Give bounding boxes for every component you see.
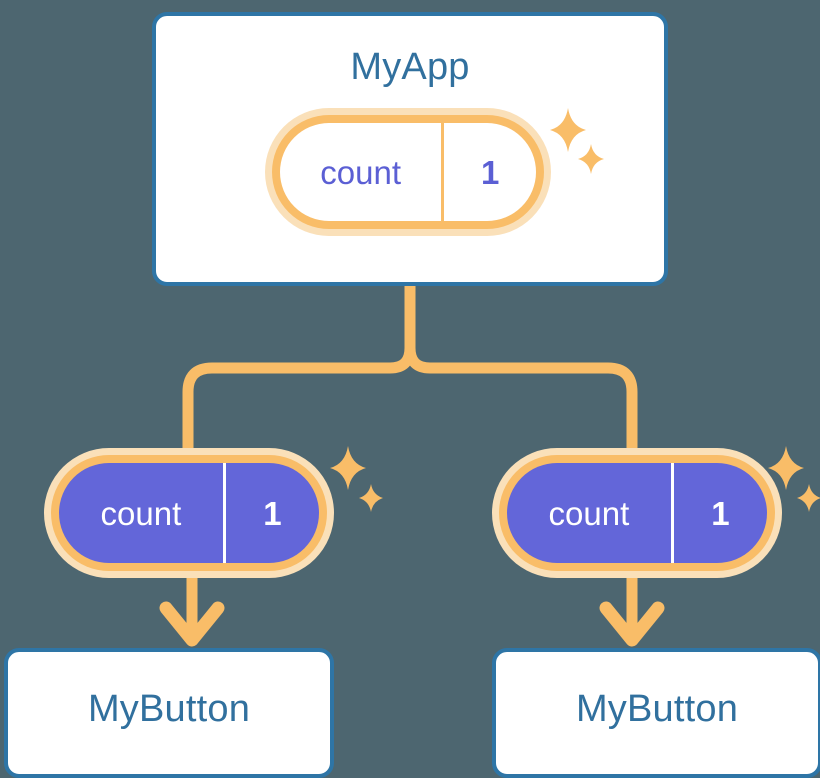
state-pill-myapp[interactable]: count 1 — [265, 108, 551, 236]
component-title-mybutton-left: MyButton — [87, 688, 251, 730]
state-pill-ring: count 1 — [51, 455, 327, 571]
component-card-mybutton-right[interactable]: MyButton — [492, 648, 820, 778]
state-value-label: 1 — [670, 463, 767, 563]
state-key-label: count — [548, 494, 630, 532]
component-title-myapp: MyApp — [350, 46, 470, 88]
state-pill-body: count 1 — [507, 463, 767, 563]
state-pill-mybutton-right[interactable]: count 1 — [492, 448, 782, 578]
arrow-down-icon-left — [159, 576, 225, 647]
component-card-mybutton-left[interactable]: MyButton — [4, 648, 334, 778]
component-title-mybutton-right: MyButton — [575, 688, 739, 730]
state-pill-body: count 1 — [280, 123, 536, 221]
sparkle-icon-small — [797, 484, 820, 512]
sparkle-icon-large — [330, 446, 366, 490]
state-key-label: count — [100, 494, 182, 532]
state-pill-ring: count 1 — [272, 115, 544, 229]
state-pill-ring: count 1 — [499, 455, 775, 571]
tree-branch-connector — [182, 280, 638, 456]
arrow-down-icon-right — [599, 576, 665, 647]
state-pill-mybutton-left[interactable]: count 1 — [44, 448, 334, 578]
state-value-label: 1 — [441, 123, 536, 221]
state-value-label: 1 — [222, 463, 319, 563]
state-key-label: count — [320, 153, 401, 191]
state-pill-body: count 1 — [59, 463, 319, 563]
sparkle-icon-small — [359, 484, 383, 512]
